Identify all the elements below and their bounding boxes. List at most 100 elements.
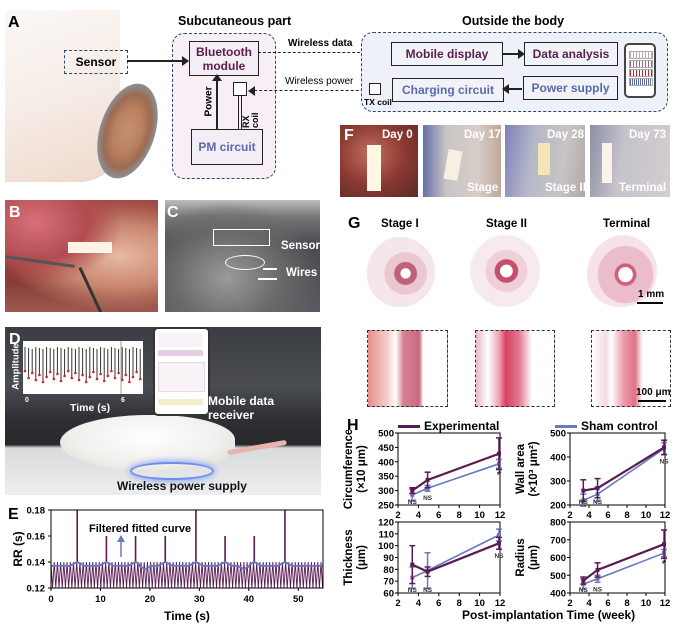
legend-sham: Sham control <box>581 419 658 433</box>
h-xlabel: Post-implantation Time (week) <box>462 608 636 622</box>
significance-label: * <box>497 470 502 482</box>
amplitude-peak-marker <box>45 375 48 379</box>
series-sham-control <box>583 552 665 585</box>
phone-app-chart <box>158 362 205 392</box>
f-image-day73 <box>590 125 670 197</box>
significance-label: NS <box>408 587 418 594</box>
panel-f: F Day 0 Day 17 Stage I Day 28 Stage II D… <box>340 125 680 197</box>
supply-to-charging-arrowhead <box>502 84 509 94</box>
wireless-power-label: Wireless power <box>285 76 354 87</box>
x-tick-label: 12 <box>495 510 506 521</box>
x-tick-label: 10 <box>641 510 652 521</box>
significance-label: NS <box>494 553 504 560</box>
data-point <box>662 445 667 450</box>
y-axis-label: Thickness(μm) <box>343 529 368 585</box>
ct-wire-loop <box>225 255 265 270</box>
data-point <box>425 569 430 574</box>
mobile-display-box: Mobile display <box>391 42 503 66</box>
y-tick-label: 0.18 <box>27 506 46 517</box>
y-axis-label: Circumference(×10 μm) <box>343 430 368 509</box>
x-tick-label: 4 <box>416 510 422 521</box>
amplitude-peak-marker <box>74 371 77 375</box>
data-point <box>496 451 501 456</box>
significance-label: NS <box>579 499 589 506</box>
fitted-curve <box>51 561 323 571</box>
data-point <box>595 486 600 491</box>
phone-app-header <box>158 333 203 347</box>
panel-c-ct-image: Sensor Wires <box>165 200 320 312</box>
y-tick-label: 70 <box>383 577 394 588</box>
amplitude-peak-marker <box>66 369 70 373</box>
sensor-box: Sensor <box>64 50 128 74</box>
f-image-day28 <box>505 125 585 197</box>
series-sham-control <box>582 447 665 501</box>
amplitude-peak-marker <box>110 369 113 373</box>
inset-tick-left: 0 <box>25 397 29 404</box>
y-tick-label: 250 <box>378 501 394 512</box>
f-sensor-day17 <box>443 149 463 181</box>
y-tick-label: 110 <box>379 529 394 540</box>
g-zoom-stage2 <box>475 330 555 407</box>
y-tick-label: 400 <box>550 453 566 464</box>
x-tick-label: 6 <box>605 598 610 609</box>
y-tick-label: 0.16 <box>27 532 46 543</box>
x-tick-label: 2 <box>567 510 572 521</box>
significance-label: NS <box>593 499 603 506</box>
significance-label: * <box>662 558 667 570</box>
x-tick-label: 20 <box>145 594 156 605</box>
inset-ylabel: Amplitude <box>10 343 22 390</box>
data-point <box>496 541 501 546</box>
subcutaneous-title: Subcutaneous part <box>178 14 292 28</box>
bluetooth-module-box: Bluetooth module <box>189 41 259 76</box>
annotation-arrowhead <box>117 535 125 542</box>
g-scalebar-100um <box>638 400 666 402</box>
inset-xlabel: Time (s) <box>70 402 111 414</box>
x-tick-label: 10 <box>641 598 652 609</box>
amplitude-trace <box>23 341 142 394</box>
mobile-receiver-phone <box>153 327 210 416</box>
y-tick-label: 100 <box>378 541 394 552</box>
f-stage-label-3: Terminal <box>619 182 667 194</box>
x-tick-label: 50 <box>293 594 304 605</box>
amplitude-peak-marker <box>48 370 52 374</box>
y-tick-label: 400 <box>378 457 394 468</box>
amplitude-peak-marker <box>59 379 63 383</box>
data-point <box>410 492 415 497</box>
amplitude-peak-marker <box>102 379 106 383</box>
amplitude-peak-marker <box>63 374 66 378</box>
significance-label: NS <box>423 587 433 594</box>
phone-icon <box>624 43 656 98</box>
forceps-left <box>5 255 75 268</box>
f-day-label-2: Day 28 <box>547 129 585 141</box>
y-tick-label: 90 <box>383 553 394 564</box>
data-point <box>662 542 667 547</box>
y-tick-label: 400 <box>550 589 566 600</box>
phone-app-options <box>158 399 203 405</box>
ct-sensor-box <box>213 229 270 246</box>
data-point <box>410 488 415 493</box>
g-scalebar-100um-label: 100 μm <box>636 387 671 398</box>
amplitude-peak-marker <box>23 369 27 373</box>
g-column-terminal: Terminal <box>603 218 651 230</box>
data-analysis-box: Data analysis <box>524 42 618 66</box>
wireless-data-link <box>258 52 385 53</box>
tx-coil-icon <box>369 83 381 95</box>
significance-label: NS <box>593 586 603 593</box>
legend-experimental-line <box>398 425 420 428</box>
x-tick-label: 2 <box>395 598 400 609</box>
significance-label: NS <box>408 499 418 506</box>
x-tick-label: 6 <box>436 510 441 521</box>
amplitude-peak-marker <box>138 377 142 381</box>
amplitude-peak-marker <box>88 375 92 379</box>
y-tick-label: 120 <box>378 518 394 529</box>
ct-wire-arrow-2 <box>258 278 277 280</box>
y-tick-label: 700 <box>550 535 566 546</box>
phone-trace-4 <box>629 78 653 86</box>
amplitude-peak-marker <box>124 373 128 377</box>
x-tick-label: 8 <box>457 510 462 521</box>
power-arrowhead <box>212 74 222 81</box>
y-tick-label: 500 <box>378 430 394 440</box>
y-tick-label: 300 <box>378 486 394 497</box>
x-tick-label: 6 <box>436 598 441 609</box>
f-stage-label-1: Stage I <box>467 182 505 194</box>
